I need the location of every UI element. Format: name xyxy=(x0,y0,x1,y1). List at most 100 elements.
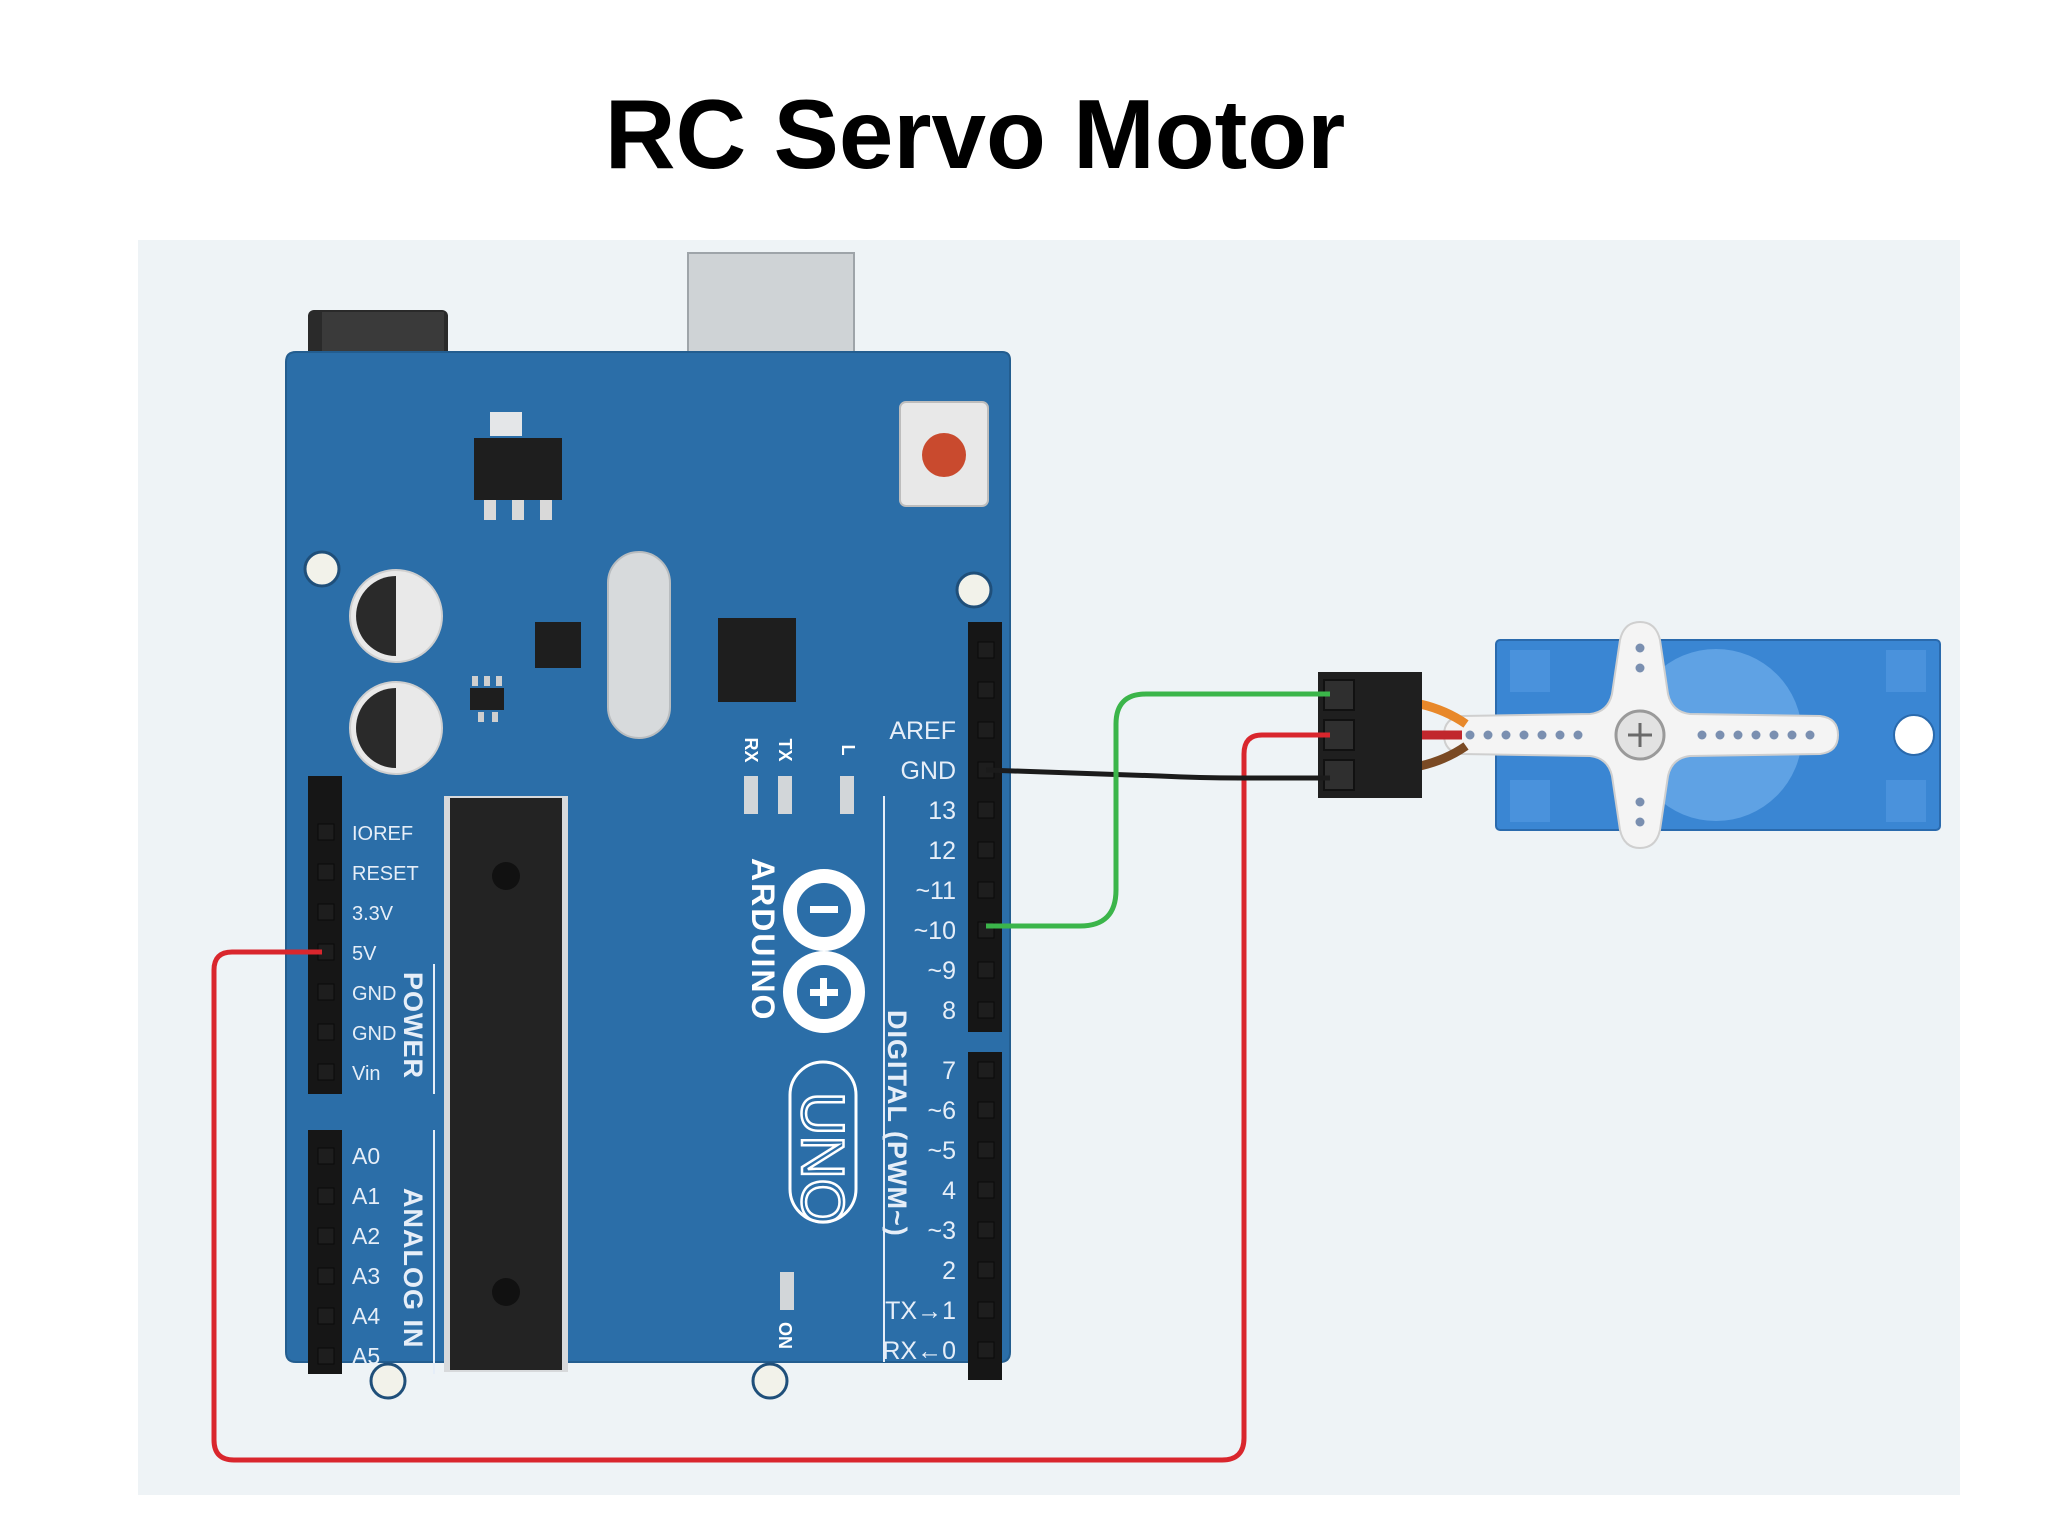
digital-pin-label: 4 xyxy=(942,1177,956,1205)
header-pin-slot xyxy=(317,1063,335,1081)
header-pin-slot xyxy=(977,1301,995,1319)
mounting-hole xyxy=(751,1362,789,1400)
wire-5v-power xyxy=(211,732,1330,1463)
power-pin-label: RESET xyxy=(352,863,419,885)
capacitor xyxy=(349,681,443,775)
power-pin-label: IOREF xyxy=(352,823,413,845)
small-component xyxy=(470,676,504,722)
header-pin-slot xyxy=(977,1261,995,1279)
analog-pin-label: A1 xyxy=(352,1183,380,1209)
capacitor xyxy=(349,569,443,663)
servo-cable xyxy=(1418,699,1469,728)
digital-pin-label: GND xyxy=(900,757,956,785)
header-pin-slot xyxy=(977,641,995,659)
usb-interface-chip xyxy=(718,618,796,702)
header-pin-slot xyxy=(977,881,995,899)
horn-hole xyxy=(1751,730,1761,740)
wire-signal-pin10 xyxy=(986,691,1330,929)
header-pin-slot xyxy=(317,1307,335,1325)
header-pin-slot xyxy=(977,1141,995,1159)
reset-button xyxy=(899,401,989,507)
digital-pin-label: 13 xyxy=(928,797,956,825)
header-pin-slot xyxy=(317,903,335,921)
crystal-oscillator xyxy=(607,551,671,739)
digital-pin-label: 7 xyxy=(942,1057,956,1085)
microcontroller-chip xyxy=(444,796,568,1372)
led-tx-label: TX xyxy=(775,738,795,761)
digital-pin-label: 12 xyxy=(928,837,956,865)
analog-pin-label: A3 xyxy=(352,1263,380,1289)
power-pin-label: GND xyxy=(352,983,396,1005)
servo-cable xyxy=(1418,742,1469,771)
horn-hole xyxy=(1555,730,1565,740)
horn-hole xyxy=(1465,730,1475,740)
servo-mount-tab xyxy=(1886,650,1926,692)
digital-pin-label: ~9 xyxy=(927,957,956,985)
digital-pin-label: ~6 xyxy=(927,1097,956,1125)
power-pin-label: 3.3V xyxy=(352,903,394,925)
header-pin-slot xyxy=(317,863,335,881)
horn-hole xyxy=(1787,730,1797,740)
header-pin-slot xyxy=(977,681,995,699)
servo-mount-tab xyxy=(1510,650,1550,692)
horn-hole xyxy=(1573,730,1583,740)
header-pin-slot xyxy=(977,961,995,979)
led-on-label: ON xyxy=(775,1322,795,1349)
slide-title: RC Servo Motor xyxy=(604,79,1346,189)
analog-group-label: ANALOG IN xyxy=(398,1188,428,1349)
uno-logo: UNO xyxy=(788,1060,858,1227)
arduino-logo xyxy=(783,869,865,1033)
digital-header-lower xyxy=(968,1052,1002,1380)
digital-pin-label: 2 xyxy=(942,1257,956,1285)
servo-mount-tab xyxy=(1510,780,1550,822)
digital-pin-label: ~3 xyxy=(927,1217,956,1245)
horn-hole xyxy=(1697,730,1707,740)
power-group-label: POWER xyxy=(398,972,428,1079)
digital-pin-label: ~5 xyxy=(927,1137,956,1165)
header-pin-slot xyxy=(977,801,995,819)
header-pin-slot xyxy=(317,1147,335,1165)
servo-connector xyxy=(1318,672,1422,798)
horn-hole xyxy=(1537,730,1547,740)
led-rx: RX xyxy=(741,737,761,814)
voltage-regulator xyxy=(474,412,562,520)
analog-pin-label: A2 xyxy=(352,1223,380,1249)
analog-pin-label: A5 xyxy=(352,1343,380,1369)
servo-horn-holes xyxy=(1465,643,1815,827)
header-pin-slot xyxy=(977,1181,995,1199)
power-pin-label: GND xyxy=(352,1023,396,1045)
horn-hole xyxy=(1733,730,1743,740)
header-pin-slot xyxy=(977,1101,995,1119)
header-pin-slot xyxy=(317,1227,335,1245)
power-pin-label: Vin xyxy=(352,1063,381,1085)
led-rx-label: RX xyxy=(741,737,761,762)
horn-hole xyxy=(1501,730,1511,740)
analog-header xyxy=(308,1130,342,1374)
digital-pin-label: TX→1 xyxy=(885,1297,956,1325)
servo-mount-tab xyxy=(1886,780,1926,822)
servo-mount-hole xyxy=(1893,714,1935,756)
led-l: L xyxy=(838,745,858,814)
horn-hole xyxy=(1805,730,1815,740)
arduino-brand: ARDUINO xyxy=(745,858,781,1021)
mounting-hole xyxy=(369,1362,407,1400)
led-tx: TX xyxy=(775,738,795,814)
header-pin-slot xyxy=(317,1187,335,1205)
header-pin-slot xyxy=(317,823,335,841)
mounting-hole xyxy=(955,571,993,609)
horn-hole xyxy=(1483,730,1493,740)
header-pin-slot xyxy=(977,1001,995,1019)
horn-hole xyxy=(1635,797,1645,807)
uno-label: UNO xyxy=(789,1092,856,1225)
header-pin-slot xyxy=(317,983,335,1001)
horn-hole xyxy=(1769,730,1779,740)
digital-group-label: DIGITAL (PWM~) xyxy=(882,1010,912,1237)
header-pin-slot xyxy=(977,721,995,739)
digital-pin-label: 8 xyxy=(942,997,956,1025)
digital-pin-label: ~11 xyxy=(915,877,956,905)
digital-pin-label: ~10 xyxy=(914,917,956,945)
